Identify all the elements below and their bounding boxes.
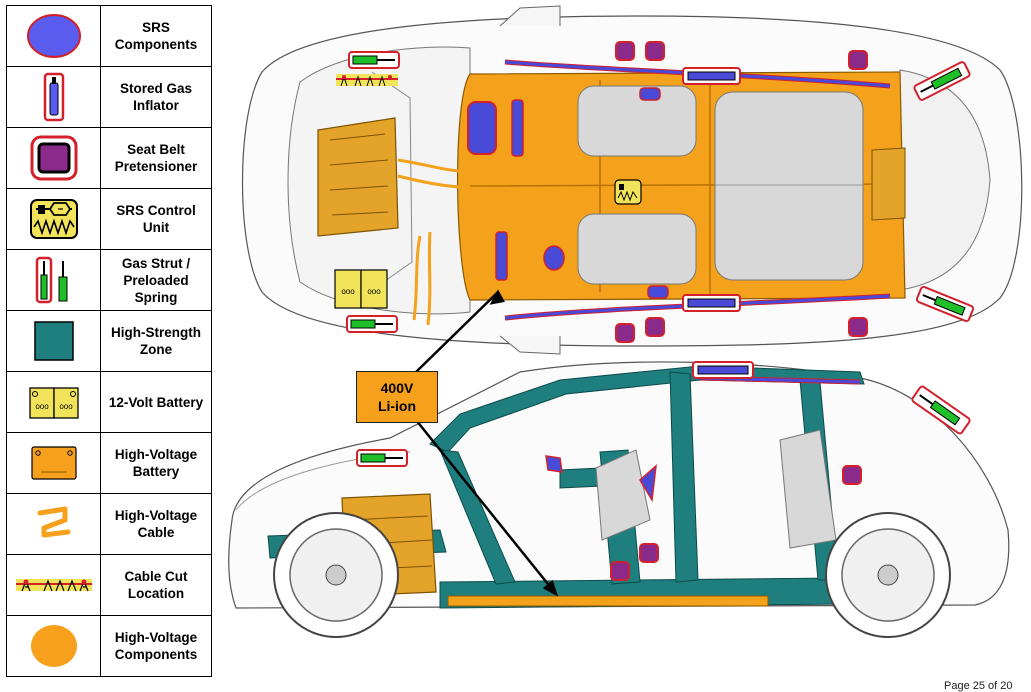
- legend-row: ooo ooo 12-Volt Battery: [6, 371, 212, 433]
- knee-airbags-top: [467, 87, 669, 299]
- legend-row: High-Voltage Battery: [6, 432, 212, 494]
- legend-label: High-Strength Zone: [100, 310, 212, 372]
- legend-row: SRS Control Unit: [6, 188, 212, 250]
- 12-volt-battery-icon: ooo ooo: [28, 387, 79, 419]
- high-voltage-battery-icon: [30, 446, 77, 480]
- seats-top: [577, 85, 864, 285]
- front-electric-motor: [317, 117, 399, 237]
- wheels-side: [273, 512, 951, 638]
- page-number: Page 25 of 20: [944, 680, 1013, 692]
- cable-cut-location-icon: [15, 579, 92, 592]
- high-voltage-battery-side: [447, 595, 769, 607]
- seat-side: [595, 429, 837, 549]
- legend-row: Stored Gas Inflator: [6, 66, 212, 128]
- srs-control-unit-top: [614, 179, 642, 205]
- svg-text:ooo: ooo: [59, 402, 73, 411]
- legend-row: Gas Strut / Preloaded Spring: [6, 249, 212, 311]
- srs-control-unit-icon: [29, 199, 78, 239]
- gas-struts-top: [346, 51, 975, 333]
- legend-row: SRS Components: [6, 5, 212, 67]
- legend-table: SRS Components Stored Gas Inflator Seat …: [6, 5, 212, 677]
- srs-side: [356, 361, 971, 581]
- cable-cut-location-top: [336, 74, 398, 87]
- side-curtain-airbags-top: [504, 59, 891, 321]
- high-voltage-cable-top: [397, 158, 471, 326]
- legend-row: High-Strength Zone: [6, 310, 212, 372]
- callout-leaders: [415, 289, 559, 597]
- legend-label: High-Voltage Cable: [100, 493, 212, 555]
- legend-label: Seat Belt Pretensioner: [100, 127, 212, 189]
- legend-label: SRS Control Unit: [100, 188, 212, 250]
- gas-strut-icon: [35, 256, 67, 304]
- high-voltage-battery-callout: 400V Li-ion: [356, 371, 438, 423]
- legend-row: Seat Belt Pretensioner: [6, 127, 212, 189]
- legend-label: Stored Gas Inflator: [100, 66, 212, 128]
- high-strength-zone-icon: [33, 321, 74, 361]
- high-voltage-components-icon: [30, 625, 77, 667]
- seat-belt-pretensioner-icon: [30, 135, 77, 181]
- high-voltage-cable-icon: [37, 506, 70, 538]
- vehicle-diagram: ooo ooo: [228, 5, 1023, 638]
- legend-row: Cable Cut Location: [6, 554, 212, 616]
- srs-components-icon: [26, 14, 81, 58]
- legend-row: High-Voltage Components: [6, 615, 212, 677]
- legend-label: Gas Strut / Preloaded Spring: [100, 249, 212, 311]
- svg-text:ooo: ooo: [341, 287, 355, 296]
- callout-voltage: 400V: [380, 380, 414, 396]
- legend-label: 12-Volt Battery: [100, 371, 212, 433]
- seat-belt-pretensioners-top: [615, 41, 868, 343]
- stored-gas-inflators-top: [682, 67, 741, 312]
- legend-label: Cable Cut Location: [100, 554, 212, 616]
- stored-gas-inflator-icon: [43, 72, 64, 122]
- legend-row: High-Voltage Cable: [6, 493, 212, 555]
- legend-label: SRS Components: [100, 5, 212, 67]
- 12-volt-battery-top: ooo ooo: [334, 269, 388, 309]
- svg-text:ooo: ooo: [367, 287, 381, 296]
- svg-text:ooo: ooo: [35, 402, 49, 411]
- legend-label: High-Voltage Battery: [100, 432, 212, 494]
- rear-electric-motor: [871, 147, 906, 221]
- legend-label: High-Voltage Components: [100, 615, 212, 677]
- callout-chemistry: Li-ion: [377, 398, 417, 414]
